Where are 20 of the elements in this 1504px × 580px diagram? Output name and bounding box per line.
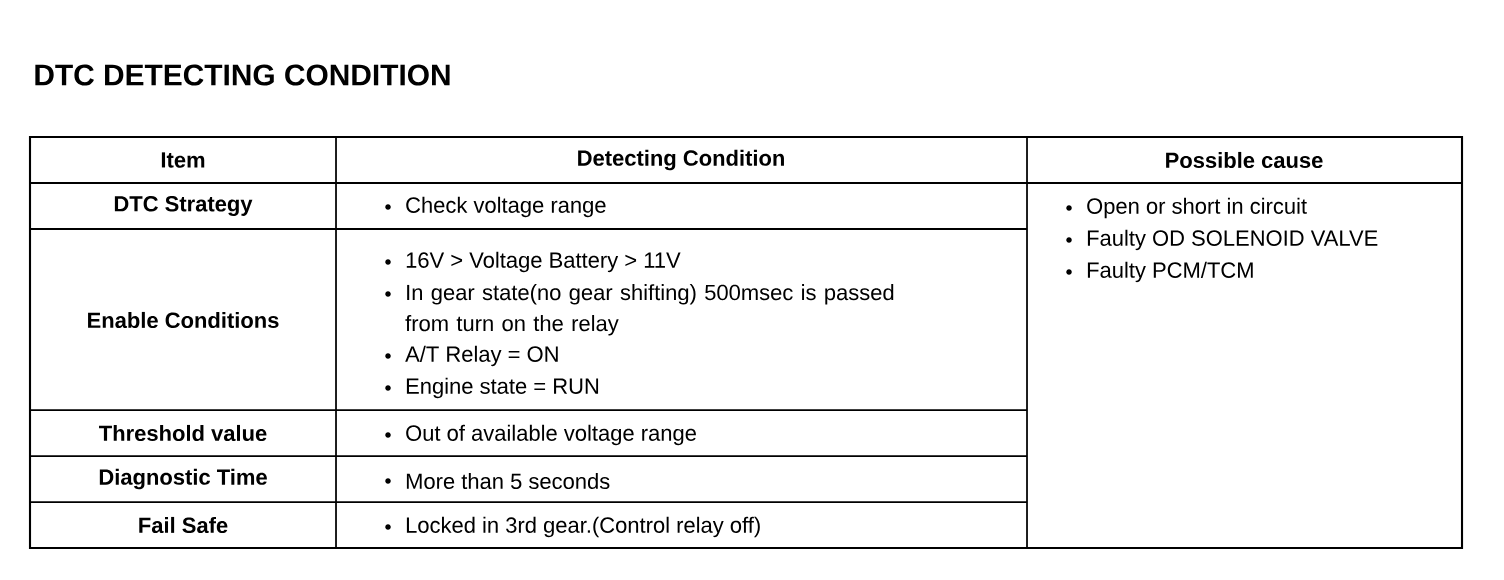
bullet-item: A/T Relay = ON bbox=[385, 345, 558, 367]
column-header: Detecting Condition bbox=[578, 149, 784, 171]
row-label: Enable Conditions bbox=[88, 311, 279, 329]
column-header: Item bbox=[161, 152, 205, 168]
row-label: Threshold value bbox=[99, 424, 267, 442]
bullet-item: More than 5 seconds bbox=[385, 472, 610, 490]
bullet-item: Locked in 3rd gear.(Control relay off) bbox=[385, 516, 760, 538]
bullet-item: 16V > Voltage Battery > 11V bbox=[385, 251, 681, 273]
title: DTC DETECTING CONDITION bbox=[35, 64, 450, 86]
bullet-item: Check voltage range bbox=[385, 196, 606, 218]
row-label: Diagnostic Time bbox=[99, 468, 267, 490]
bullet-item: Out of available voltage range bbox=[385, 424, 696, 446]
bullet-item: Faulty PCM/TCM bbox=[1066, 261, 1253, 283]
column-header: Possible cause bbox=[1166, 151, 1323, 169]
row-label: DTC Strategy bbox=[114, 196, 253, 216]
bullet-item: In gear state(no gear shifting) 500msec is passed from turn on the relay bbox=[385, 284, 894, 336]
row-label: Fail Safe bbox=[139, 516, 228, 534]
bullet-item: Open or short in circuit bbox=[1066, 197, 1307, 219]
bullet-item: Faulty OD SOLENOID VALVE bbox=[1066, 229, 1378, 251]
bullet-item: Engine state = RUN bbox=[385, 377, 599, 399]
